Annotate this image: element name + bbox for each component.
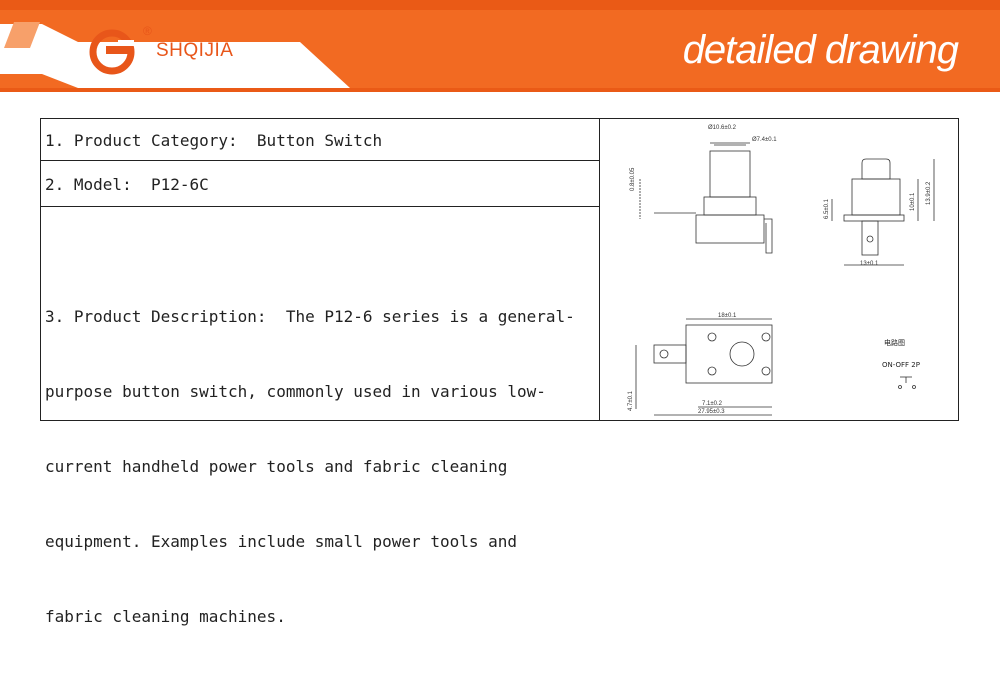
dim-inner-diameter: Ø7.4±0.1 (752, 137, 777, 143)
description-line: fabric cleaning machines. (45, 607, 286, 626)
spec-table: 1. Product Category: Button Switch 2. Mo… (40, 118, 600, 626)
product-description: 3. Product Description: The P12-6 series… (45, 254, 575, 679)
side-view (831, 158, 935, 266)
spec-row-category: 1. Product Category: Button Switch (41, 119, 599, 161)
circuit-diagram-icon (898, 376, 916, 389)
dim-vert-left: 4.7±0.1 (628, 390, 634, 411)
product-category: 1. Product Category: Button Switch (45, 131, 383, 150)
dim-side-3: 13.9±0.2 (926, 181, 932, 205)
spec-row-description: 3. Product Description: The P12-6 series… (41, 207, 599, 626)
brand-logo-icon (89, 29, 135, 75)
dim-side-2: 10±0.1 (910, 192, 916, 211)
page-title: detailed drawing (682, 28, 959, 72)
logo-ribbon (0, 24, 350, 88)
description-line: 3. Product Description: The P12-6 series… (45, 307, 575, 326)
header-banner (0, 0, 1000, 92)
description-line: current handheld power tools and fabric … (45, 457, 508, 476)
circuit-label: ON-OFF 2P (882, 361, 920, 369)
ribbon-accent (4, 22, 40, 48)
dim-top-width: 18±0.1 (718, 313, 737, 319)
front-view (639, 142, 773, 254)
dim-side-1: 6.5±0.1 (824, 198, 830, 219)
dim-height-left: 0.8±0.05 (630, 167, 636, 191)
brand-name: SHQIJIA (156, 40, 234, 61)
description-line: equipment. Examples include small power … (45, 532, 518, 551)
registered-mark: ® (143, 24, 152, 38)
description-line: purpose button switch, commonly used in … (45, 382, 546, 401)
technical-drawing: Ø10.6±0.2 Ø7.4±0.1 0.8±0.05 6.5±0.1 10±0… (600, 118, 959, 421)
dim-side-width: 13±0.1 (860, 261, 879, 267)
product-model: 2. Model: P12-6C (45, 175, 209, 194)
dim-bottom-1: 7.1±0.2 (702, 401, 723, 407)
dim-bottom-2: 27.95±0.3 (698, 409, 725, 415)
spec-row-model: 2. Model: P12-6C (41, 161, 599, 207)
bottom-view (635, 318, 773, 416)
dim-outer-diameter: Ø10.6±0.2 (708, 125, 737, 131)
drawing-canvas: Ø10.6±0.2 Ø7.4±0.1 0.8±0.05 6.5±0.1 10±0… (628, 125, 935, 416)
circuit-title: 电路图 (884, 338, 905, 347)
